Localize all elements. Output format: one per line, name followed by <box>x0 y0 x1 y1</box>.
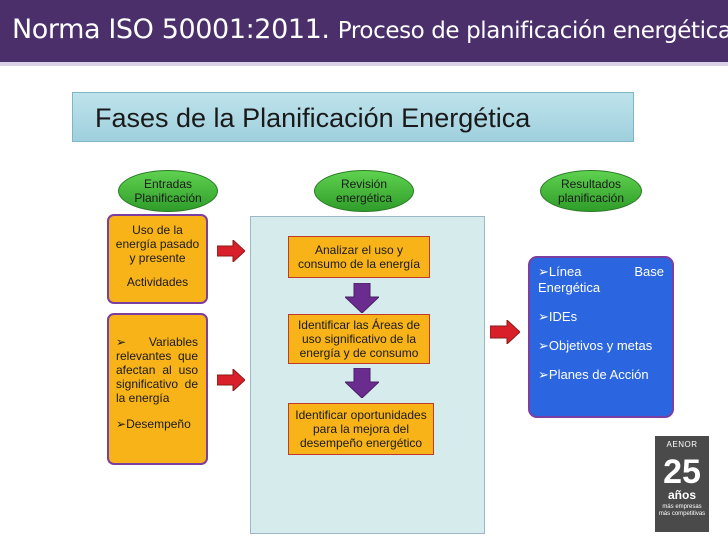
slide-title-sub: Proceso de planificación energética <box>337 18 728 44</box>
results-item-ides: ➢IDEs <box>538 309 664 325</box>
input-box-2-bullet-2: ➢Desempeño <box>116 417 198 431</box>
subtitle-text: Fases de la Planificación Energética <box>95 103 531 133</box>
subtitle-banner: Fases de la Planificación Energética <box>72 92 634 142</box>
results-item-2: IDEs <box>548 309 578 324</box>
results-box: ➢Línea Base Energética ➢IDEs ➢Objetivos … <box>528 256 674 418</box>
review-step-3-text: Identificar oportunidades para la mejora… <box>295 408 427 450</box>
input-box-1-activities: Actividades <box>126 275 189 289</box>
pill-results: Resultados planificación <box>540 170 642 212</box>
arrow-right-icon <box>490 320 520 344</box>
review-step-2-text: Identificar las Áreas de uso significati… <box>297 318 421 360</box>
review-step-1-text: Analizar el uso y consumo de la energía <box>297 243 421 271</box>
input-box-2-performance-text: Desempeño <box>126 417 191 431</box>
slide-title: Norma ISO 50001:2011. Proceso de planifi… <box>12 14 728 45</box>
input-box-energy-use: Uso de la energía pasado y presente Acti… <box>107 214 208 304</box>
results-item-1-c: Energética <box>538 280 601 295</box>
logo-number: 25 <box>663 453 701 491</box>
pill-review-line-2: energética <box>335 191 393 205</box>
logo-brand: AENOR <box>666 440 698 449</box>
results-item-1-b: Base <box>634 264 664 279</box>
pill-inputs-line-1: Entradas <box>143 177 193 191</box>
aenor-logo: AENOR 25 años más empresas más competiti… <box>655 436 709 532</box>
bullet-arrow-icon: ➢ <box>538 367 549 382</box>
bullet-arrow-icon: ➢ <box>538 309 549 324</box>
review-step-opportunities: Identificar oportunidades para la mejora… <box>288 403 434 455</box>
review-step-identify-areas: Identificar las Áreas de uso significati… <box>288 314 430 364</box>
bullet-arrow-icon: ➢ <box>116 417 127 431</box>
results-item-1-a: Línea <box>548 264 582 279</box>
logo-word: años <box>667 488 696 502</box>
pill-review-line-1: Revisión <box>340 177 387 191</box>
input-box-1-line-3: y presente <box>129 251 186 265</box>
review-step-analyze: Analizar el uso y consumo de la energía <box>288 236 430 278</box>
pill-review: Revisión energética <box>314 170 414 212</box>
header-bar: Norma ISO 50001:2011. Proceso de planifi… <box>0 0 728 66</box>
results-item-baseline: ➢Línea Base Energética <box>538 264 664 296</box>
pill-results-line-1: Resultados <box>560 177 622 191</box>
input-box-2-bullet-1: ➢ Variables relevantes que afectan al us… <box>116 335 198 405</box>
results-item-action-plans: ➢Planes de Acción <box>538 367 664 383</box>
results-item-4: Planes de Acción <box>548 367 649 382</box>
results-item-objectives: ➢Objetivos y metas <box>538 338 664 354</box>
bullet-arrow-icon: ➢ <box>538 338 549 353</box>
slide-title-main: Norma ISO 50001:2011. <box>12 14 330 45</box>
logo-tagline-2: más competitivas <box>658 511 706 517</box>
pill-inputs: Entradas Planificación <box>118 170 218 212</box>
logo-tagline-1: más empresas <box>662 504 702 510</box>
input-box-1-line-1: Uso de la <box>132 223 183 237</box>
results-item-3: Objetivos y metas <box>548 338 653 353</box>
arrow-down-icon <box>345 368 379 398</box>
bullet-arrow-icon: ➢ <box>116 335 127 349</box>
input-box-variables: ➢ Variables relevantes que afectan al us… <box>107 313 208 465</box>
pill-inputs-line-2: Planificación <box>134 191 202 205</box>
pill-results-line-2: planificación <box>557 191 625 205</box>
arrow-right-icon <box>217 240 245 262</box>
input-box-2-variables-text: Variables relevantes que afectan al uso … <box>116 335 198 405</box>
bullet-arrow-icon: ➢ <box>538 264 549 279</box>
arrow-right-icon <box>217 369 245 391</box>
input-box-1-line-2: energía pasado <box>115 237 200 251</box>
arrow-down-icon <box>345 283 379 313</box>
